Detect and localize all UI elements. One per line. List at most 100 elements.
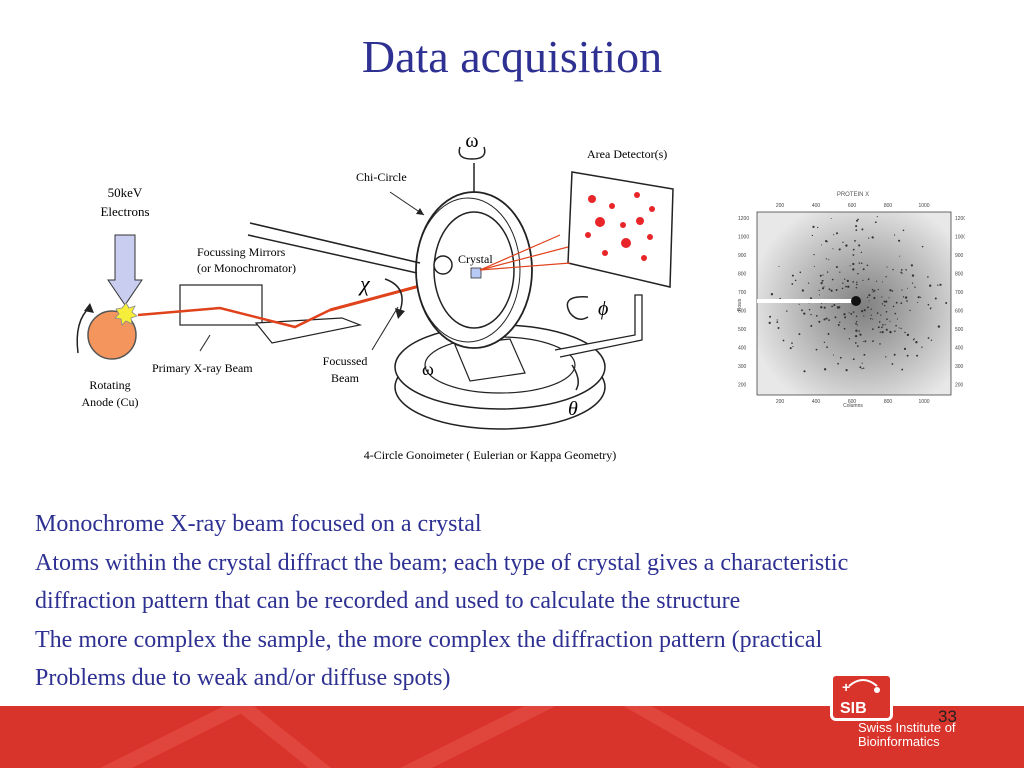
diffraction-spot xyxy=(872,291,874,293)
diffraction-spot xyxy=(927,337,930,339)
diffraction-image: PROTEIN X 200200400400600600800800100010… xyxy=(737,192,965,409)
diffraction-spot xyxy=(861,228,864,231)
slide-title: Data acquisition xyxy=(361,31,663,82)
diffraction-spot xyxy=(927,276,929,278)
diffraction-spot xyxy=(854,334,858,338)
diffraction-spot xyxy=(883,304,886,307)
diffraction-spot xyxy=(896,318,898,320)
diffraction-spot xyxy=(862,268,865,271)
theta-symbol: θ xyxy=(568,398,578,420)
diffraction-spot xyxy=(906,300,908,302)
diffraction-spot xyxy=(892,268,894,271)
body-line-1: Monochrome X-ray beam focused on a cryst… xyxy=(35,511,482,537)
diffraction-spot xyxy=(889,289,892,292)
diffraction-spot xyxy=(823,286,825,288)
diffraction-spot xyxy=(893,353,896,356)
diffraction-spot xyxy=(904,296,908,299)
diffraction-spot xyxy=(825,258,827,260)
y-tick-label: 700 xyxy=(955,290,964,296)
diffraction-spot xyxy=(852,268,855,271)
diffraction-spot xyxy=(852,262,855,266)
diffraction-spot xyxy=(861,368,863,370)
diffraction-spot xyxy=(847,285,850,288)
diffraction-spot xyxy=(833,303,836,307)
area-detector-label: Area Detector(s) xyxy=(587,147,667,161)
theta-rotation-arrow xyxy=(571,364,579,391)
diffraction-spot xyxy=(782,339,785,342)
diffraction-spot xyxy=(768,321,771,325)
diffraction-spot xyxy=(921,245,924,248)
diffraction-spot xyxy=(813,253,815,256)
y-tick-label: 800 xyxy=(955,272,964,278)
diffraction-spot xyxy=(794,279,797,282)
diffraction-spot xyxy=(930,307,932,309)
body-line-3: diffraction pattern that can be recorded… xyxy=(35,588,741,614)
x-tick-label: 400 xyxy=(812,399,821,405)
diffraction-spot xyxy=(826,271,829,273)
diffraction-spot xyxy=(945,302,948,304)
diffraction-spot xyxy=(872,340,874,342)
y-tick-label: 1000 xyxy=(955,235,965,241)
diffraction-spot xyxy=(934,297,937,300)
diffraction-spot xyxy=(929,284,932,287)
diffraction-spot xyxy=(894,330,896,332)
diffraction-spot xyxy=(886,318,888,320)
diffraction-spot xyxy=(913,338,915,340)
y-tick-label: 600 xyxy=(738,309,747,315)
footer-decoration xyxy=(100,706,761,768)
diffraction-spot xyxy=(881,326,883,329)
diffraction-spot xyxy=(937,284,939,286)
diffraction-spot xyxy=(821,287,825,290)
diffraction-spot xyxy=(823,368,827,371)
diffraction-spot xyxy=(848,312,850,314)
diffraction-spot xyxy=(839,356,842,359)
diffraction-spot xyxy=(786,310,788,312)
diffraction-spot xyxy=(901,289,903,291)
diffraction-spot xyxy=(917,301,919,303)
diffraction-spot xyxy=(871,318,873,320)
diffraction-spot xyxy=(810,313,812,316)
diffraction-spot xyxy=(856,219,858,222)
diffraction-spot xyxy=(852,311,855,313)
diagram-caption: 4-Circle Gonoimeter ( Eulerian or Kappa … xyxy=(364,448,617,462)
y-tick-label: 600 xyxy=(955,309,964,315)
body-line-2: Atoms within the crystal diffract the be… xyxy=(35,549,849,576)
diffraction-spot xyxy=(894,312,897,315)
diffraction-spot xyxy=(858,330,860,332)
diffraction-spot xyxy=(919,296,922,298)
diffraction-spot xyxy=(855,315,858,318)
y-tick-label: 800 xyxy=(738,272,747,278)
beam-stop xyxy=(851,296,861,306)
diffraction-spot xyxy=(818,289,820,292)
diffraction-spot xyxy=(937,325,941,328)
diffraction-spot xyxy=(892,305,895,308)
diffraction-spot xyxy=(894,234,896,236)
diffraction-spot xyxy=(881,303,884,305)
diffraction-spot xyxy=(915,341,918,344)
sib-name-line-1: Swiss Institute of xyxy=(858,720,956,735)
diffraction-spot xyxy=(882,324,884,326)
body-text: Monochrome X-ray beam focused on a cryst… xyxy=(35,505,1010,698)
diffraction-spot xyxy=(855,229,858,231)
diffraction-spot xyxy=(856,345,859,347)
diffraction-spot xyxy=(909,309,911,312)
diffraction-spot xyxy=(917,296,920,299)
diffraction-spot xyxy=(904,331,906,334)
crystal-label: Crystal xyxy=(458,252,493,266)
diffraction-spot xyxy=(862,279,864,282)
area-detector xyxy=(567,171,674,288)
diffraction-spot xyxy=(858,262,861,264)
diffraction-spot xyxy=(860,251,863,254)
diffraction-spot xyxy=(845,285,847,288)
sib-logo: + xyxy=(830,673,893,721)
omega-rotation-arrow xyxy=(458,146,486,160)
diffraction-spot xyxy=(902,229,905,232)
diffraction-spot xyxy=(876,312,879,314)
diffraction-spot xyxy=(808,308,811,311)
diffraction-spot xyxy=(832,354,835,356)
diffraction-spot xyxy=(820,306,823,309)
diffraction-spot xyxy=(885,300,888,303)
diffraction-spot xyxy=(863,309,866,312)
diffraction-spot xyxy=(906,287,908,289)
diffraction-spot xyxy=(895,324,897,327)
